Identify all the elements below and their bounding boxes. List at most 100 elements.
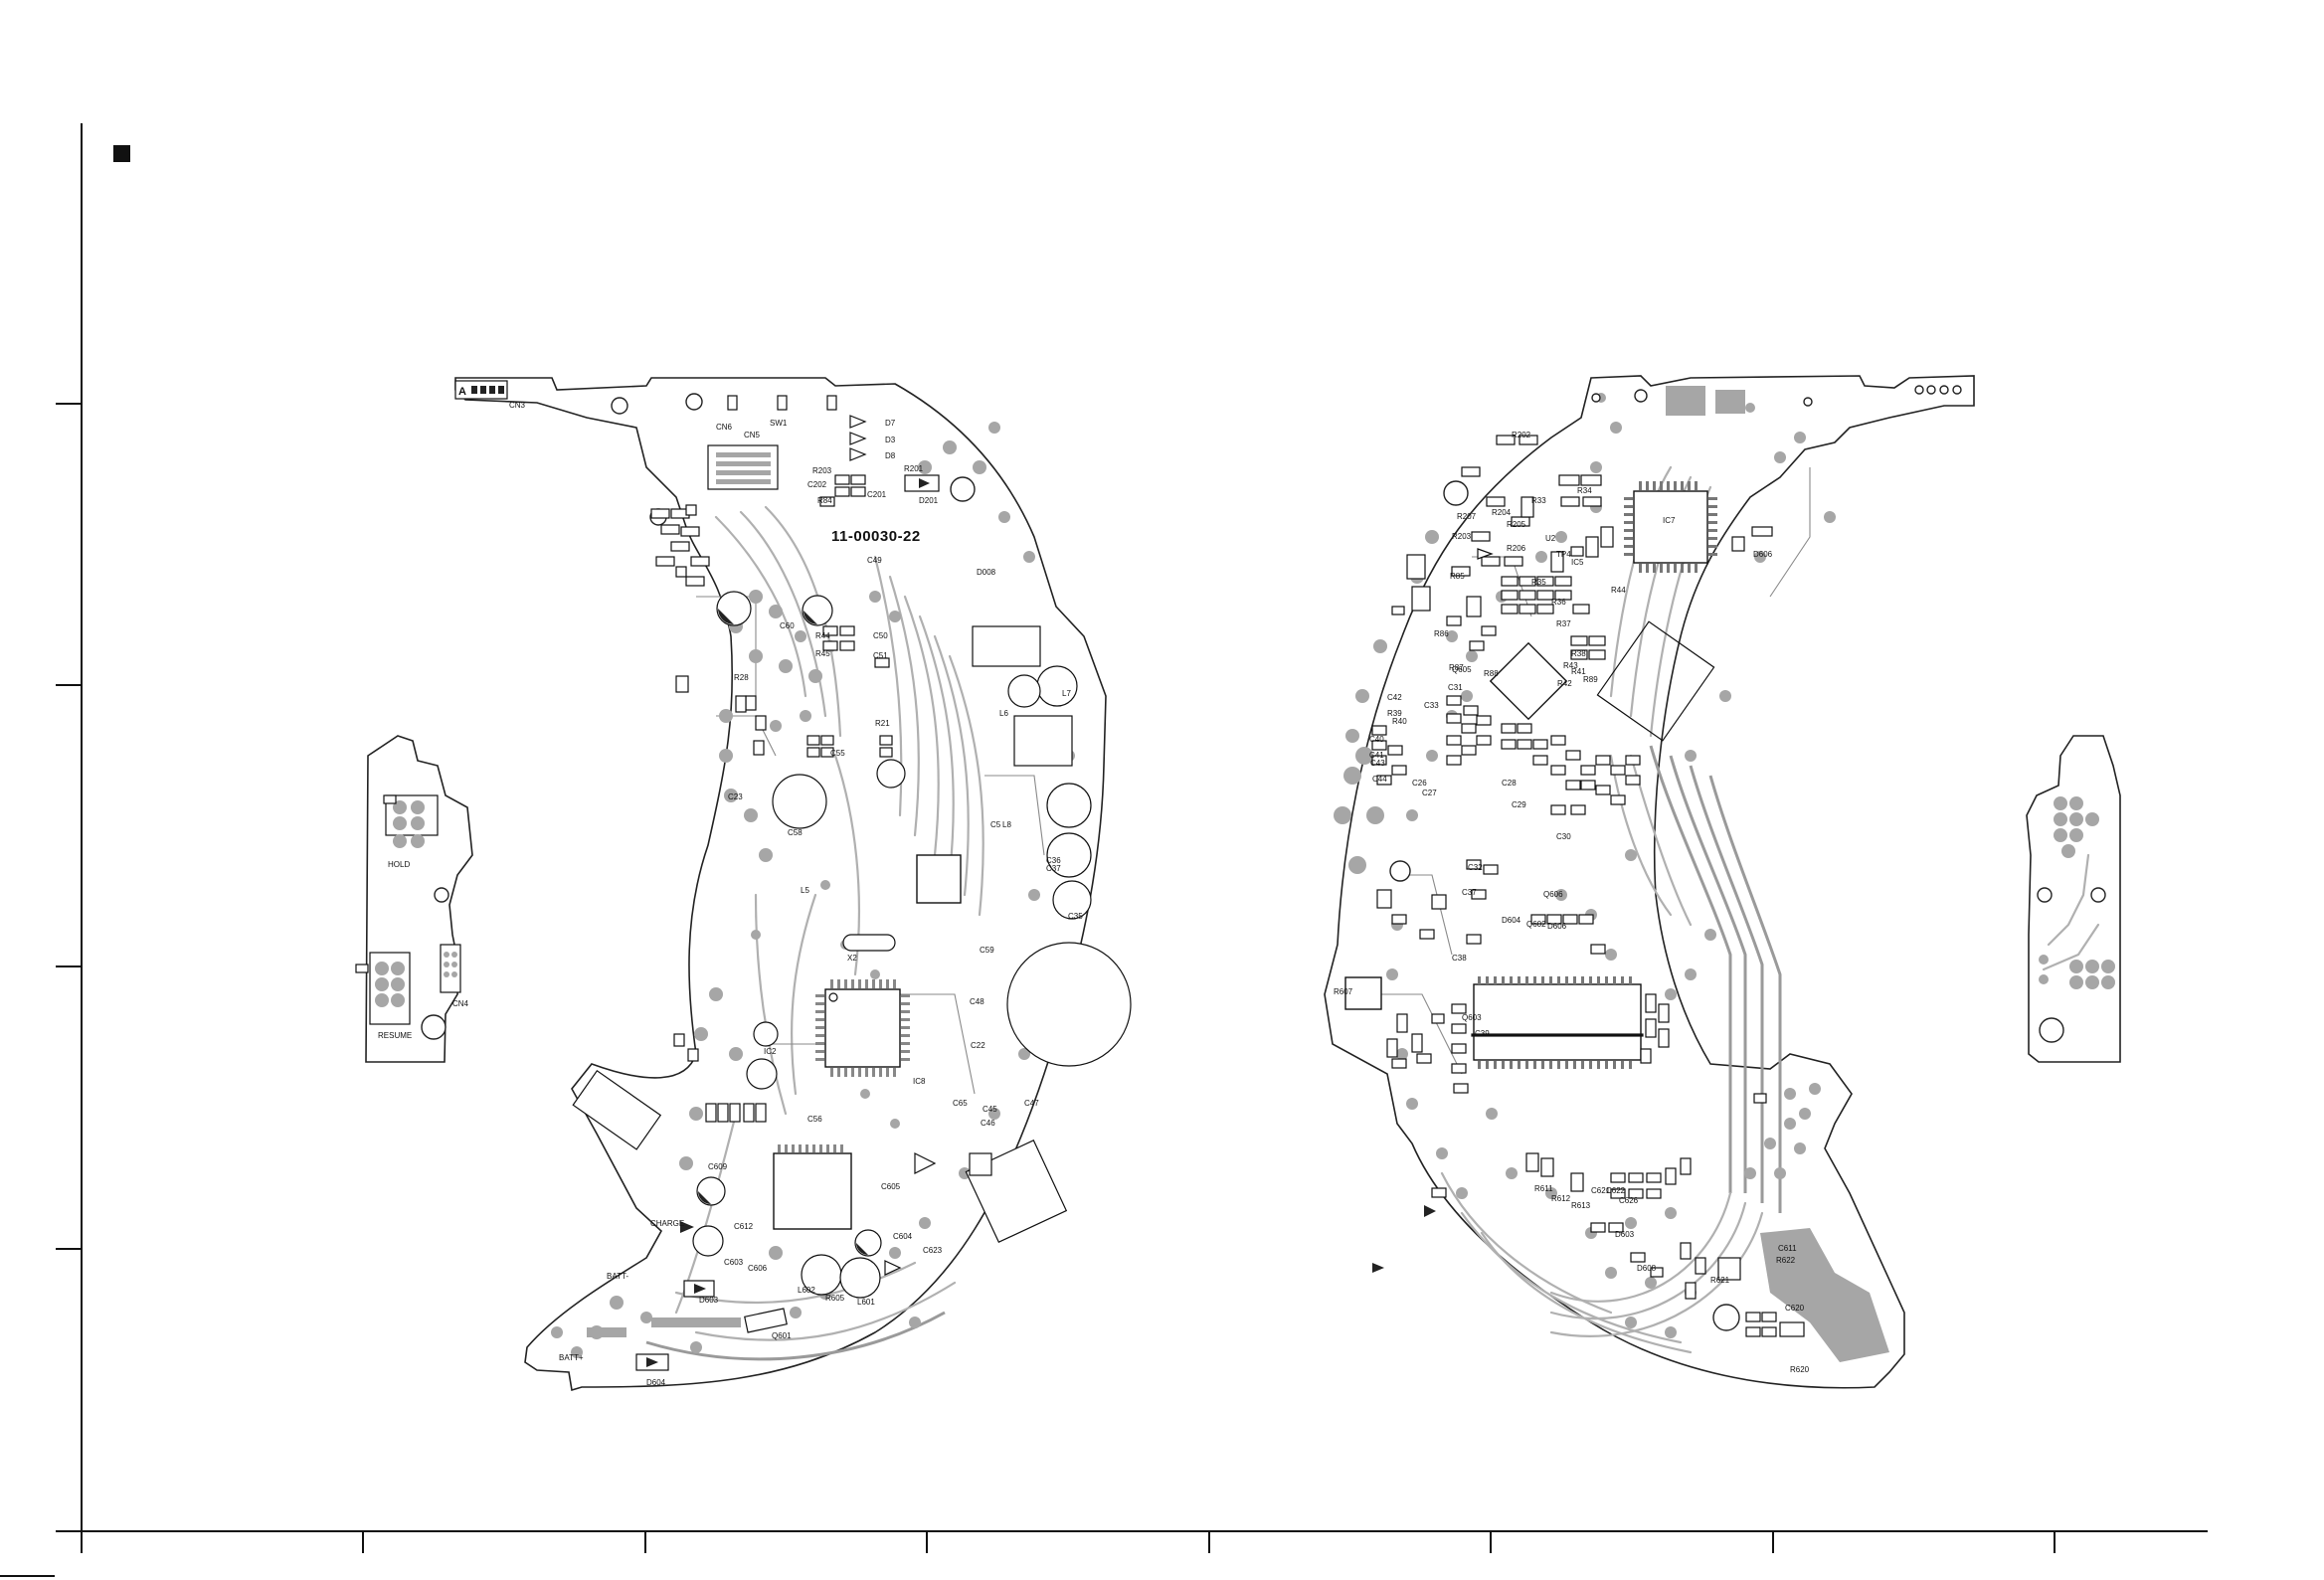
connector-batt bbox=[744, 1308, 788, 1333]
label: C42 bbox=[1387, 693, 1402, 702]
label: C40 bbox=[1369, 735, 1384, 744]
label: C603 bbox=[724, 1258, 744, 1267]
label: D8 bbox=[885, 451, 896, 460]
pcb-number: 11-00030-22 bbox=[831, 528, 921, 545]
label: Q601 bbox=[772, 1331, 792, 1340]
label: C23 bbox=[728, 792, 743, 801]
label: C65 bbox=[953, 1099, 968, 1108]
label: C5 bbox=[990, 820, 1001, 829]
label-batt-plus: BATT+ bbox=[559, 1353, 584, 1362]
label: R621 bbox=[1710, 1276, 1730, 1285]
label: R41 bbox=[1571, 667, 1586, 676]
label: C202 bbox=[807, 480, 827, 489]
label: D608 bbox=[1637, 1264, 1657, 1273]
label: L5 bbox=[801, 886, 809, 895]
label: C35 bbox=[1068, 912, 1083, 921]
label: Q606 bbox=[1543, 890, 1563, 899]
label: IC5 bbox=[1571, 558, 1584, 567]
label: R86 bbox=[1434, 629, 1449, 638]
label: C37 bbox=[1462, 888, 1477, 897]
label: D008 bbox=[977, 568, 996, 577]
label: C26 bbox=[1412, 779, 1427, 788]
label: C31 bbox=[1448, 683, 1463, 692]
label: C39 bbox=[1475, 1029, 1490, 1038]
label: R620 bbox=[1790, 1365, 1810, 1374]
label: C59 bbox=[980, 946, 994, 955]
label: R44 bbox=[815, 631, 830, 640]
label: D606 bbox=[1753, 550, 1773, 559]
crystal-x2 bbox=[842, 934, 896, 952]
label: R88 bbox=[1484, 669, 1499, 678]
label: R204 bbox=[1492, 508, 1512, 517]
ic-qfp-lower bbox=[773, 1152, 852, 1230]
label: C609 bbox=[708, 1162, 728, 1171]
tab-right bbox=[2026, 735, 2121, 1063]
label: CN5 bbox=[744, 431, 761, 439]
label: R607 bbox=[1334, 987, 1353, 996]
label: C27 bbox=[1422, 789, 1437, 797]
label-hold: HOLD bbox=[388, 860, 410, 869]
label: R28 bbox=[734, 673, 749, 682]
label: L8 bbox=[1002, 820, 1011, 829]
label: R42 bbox=[1557, 679, 1572, 688]
mount-hole bbox=[611, 397, 628, 415]
ic-rotated bbox=[1489, 641, 1568, 721]
label: R38 bbox=[1571, 649, 1586, 658]
label: R203 bbox=[1452, 532, 1472, 541]
label: C50 bbox=[873, 631, 888, 640]
label: C612 bbox=[734, 1222, 754, 1231]
label: R203 bbox=[812, 466, 832, 475]
ic-square-small bbox=[916, 854, 962, 904]
label: R202 bbox=[1512, 431, 1531, 439]
label: C60 bbox=[780, 621, 795, 630]
connector-cn bbox=[572, 1069, 662, 1150]
label: C47 bbox=[1024, 1099, 1039, 1108]
label: D603 bbox=[1615, 1230, 1635, 1239]
label: C28 bbox=[1502, 779, 1517, 788]
label: R622 bbox=[1776, 1256, 1796, 1265]
label: C51 bbox=[873, 651, 888, 660]
label: Q602 bbox=[1526, 920, 1546, 929]
label: C49 bbox=[867, 556, 882, 565]
label: L7 bbox=[1062, 689, 1071, 698]
label: D606 bbox=[1547, 922, 1567, 931]
label: IC2 bbox=[764, 1047, 777, 1056]
label: R605 bbox=[825, 1294, 845, 1303]
label: R206 bbox=[1507, 544, 1526, 553]
label: D201 bbox=[919, 496, 939, 505]
label: C55 bbox=[830, 749, 845, 758]
label: C22 bbox=[971, 1041, 985, 1050]
label: Q605 bbox=[1452, 665, 1472, 674]
label: C621 bbox=[1591, 1186, 1611, 1195]
ic-long-lower bbox=[1473, 983, 1642, 1061]
connector-marker: A bbox=[458, 386, 466, 398]
label: R611 bbox=[1534, 1184, 1553, 1193]
label: C43 bbox=[1370, 759, 1385, 768]
mount-hole bbox=[685, 393, 703, 411]
label: R37 bbox=[1556, 619, 1571, 628]
label: C604 bbox=[893, 1232, 913, 1241]
jack-left-2 bbox=[1013, 715, 1073, 767]
jack-left bbox=[972, 625, 1041, 667]
label-cn4: CN4 bbox=[452, 999, 469, 1008]
ic-ic7 bbox=[1633, 490, 1708, 564]
label: R21 bbox=[875, 719, 890, 728]
large-capacitor bbox=[1006, 942, 1132, 1067]
label: R40 bbox=[1392, 717, 1407, 726]
label: Q603 bbox=[1462, 1013, 1482, 1022]
label: C44 bbox=[1372, 775, 1387, 784]
label: C36 bbox=[1046, 856, 1061, 865]
ic-qfp-main bbox=[824, 988, 901, 1068]
label: C606 bbox=[748, 1264, 768, 1273]
label: X2 bbox=[847, 954, 857, 963]
label: D604 bbox=[646, 1378, 666, 1387]
label: R85 bbox=[1450, 572, 1465, 581]
corner-marker-icon bbox=[113, 145, 130, 162]
label: D7 bbox=[885, 419, 896, 428]
label: L6 bbox=[999, 709, 1008, 718]
label: D604 bbox=[1502, 916, 1521, 925]
label: C56 bbox=[807, 1115, 822, 1124]
label: C48 bbox=[970, 997, 984, 1006]
label: C201 bbox=[867, 490, 887, 499]
